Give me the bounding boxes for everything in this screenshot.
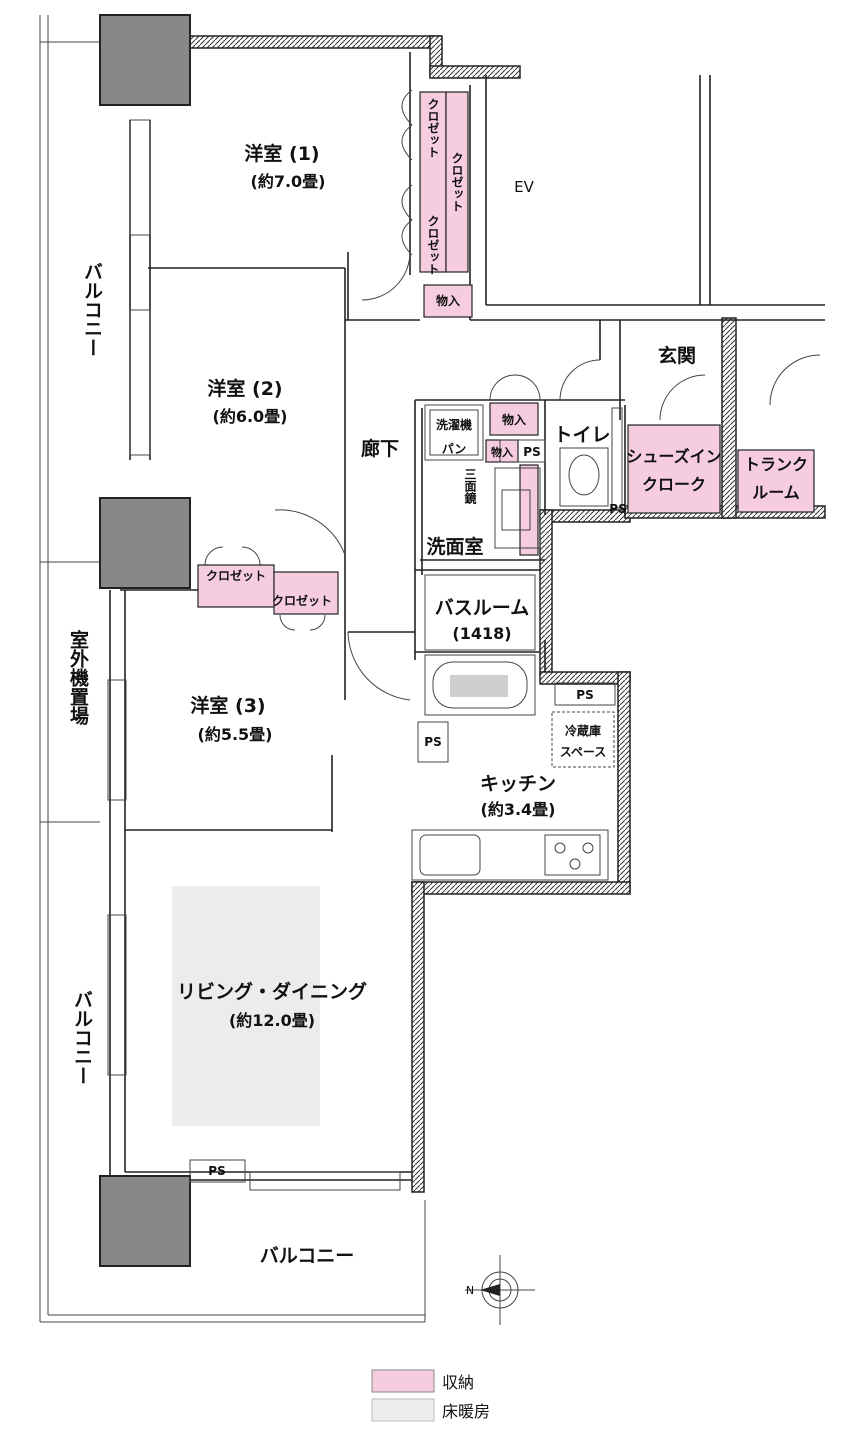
fridge-label-line1: 冷蔵庫 <box>565 723 601 738</box>
ps-boxes <box>189 439 616 1183</box>
room-kitchen-area: (約3.4畳) <box>481 800 556 819</box>
balcony-railing <box>39 15 426 1323</box>
legend: 収納 床暖房 <box>371 1369 490 1422</box>
room-trunk-line1: トランク <box>744 455 808 474</box>
fridge-space <box>551 711 615 768</box>
room-living-area: (約12.0畳) <box>229 1011 315 1030</box>
kitchen-counter <box>411 829 609 881</box>
room-shoe-closet-line1: シューズイン <box>626 447 721 466</box>
storage-label-2: 物入 <box>502 412 526 427</box>
legend-swatch-storage <box>371 1369 435 1393</box>
closet-label-mid-1: クロゼット <box>206 568 266 583</box>
storage-areas <box>197 91 815 615</box>
bathtub <box>424 654 536 716</box>
vanity <box>494 467 541 549</box>
room-elevator: EV <box>514 178 534 196</box>
room-western-3-name: 洋室 (3) <box>190 694 265 717</box>
fridge-label-line2: スペース <box>560 745 607 759</box>
washer-label: 洗濯機 <box>436 417 472 432</box>
ps-label-washroom: PS <box>523 445 540 459</box>
ps-label-toilet: PS <box>609 502 626 516</box>
room-western-3-area: (約5.5畳) <box>198 725 273 744</box>
room-trunk-line2: ルーム <box>752 483 800 502</box>
legend-label-floor-heating: 床暖房 <box>442 1402 490 1421</box>
legend-label-storage: 収納 <box>442 1373 474 1392</box>
windows <box>107 119 401 1191</box>
storage-label-3: 物入 <box>491 445 513 459</box>
balcony-top-left: バルコニー <box>81 262 103 357</box>
room-corridor: 廊下 <box>361 437 399 460</box>
pan-label: パン <box>442 442 467 456</box>
compass-north-label: N <box>466 1284 474 1297</box>
room-entrance: 玄関 <box>658 344 696 367</box>
pillar-bottom-left <box>99 1175 191 1267</box>
room-shoe-closet-line2: クローク <box>642 475 706 494</box>
room-bathroom-size: (1418) <box>452 624 511 643</box>
room-living-name: リビング・ダイニング <box>177 980 367 1003</box>
ps-label-bath: PS <box>424 735 441 749</box>
toilet-fixture <box>559 407 623 509</box>
closet-doors <box>401 89 413 256</box>
door-swings <box>204 251 821 701</box>
compass <box>465 1255 535 1325</box>
room-western-2-name: 洋室 (2) <box>207 377 282 400</box>
closet-label-top-1: クロゼット <box>426 98 440 158</box>
closet-label-top-3: クロゼット <box>426 215 440 275</box>
closet-label-mid-2: クロゼット <box>272 593 332 608</box>
shower-area <box>424 574 536 651</box>
room-western-1-area: (約7.0畳) <box>251 172 326 191</box>
room-western-2-area: (約6.0畳) <box>213 407 288 426</box>
pillar-mid-left <box>99 497 191 589</box>
legend-swatch-floor-heating <box>371 1398 435 1422</box>
washer-pan <box>424 404 484 461</box>
ps-label-living: PS <box>208 1164 225 1178</box>
room-western-1-name: 洋室 (1) <box>244 142 319 165</box>
balcony-bottom: バルコニー <box>260 1245 355 1267</box>
balcony-bottom-left: バルコニー <box>71 990 93 1085</box>
pillar-top-left <box>99 14 191 106</box>
ps-label-kitchen: PS <box>576 688 593 702</box>
room-bathroom-name: バスルーム <box>435 597 529 619</box>
room-washroom: 洗面室 <box>426 535 483 558</box>
floor-heating-area <box>172 886 320 1126</box>
closet-label-top-2: クロゼット <box>450 152 464 212</box>
mirror-label: 三面鏡 <box>463 468 477 505</box>
exterior-walls <box>189 35 826 1193</box>
outdoor-unit-area: 室外機置場 <box>67 629 89 726</box>
room-toilet: トイレ <box>553 424 610 446</box>
room-kitchen-name: キッチン <box>480 773 556 795</box>
storage-label-1: 物入 <box>436 293 460 308</box>
